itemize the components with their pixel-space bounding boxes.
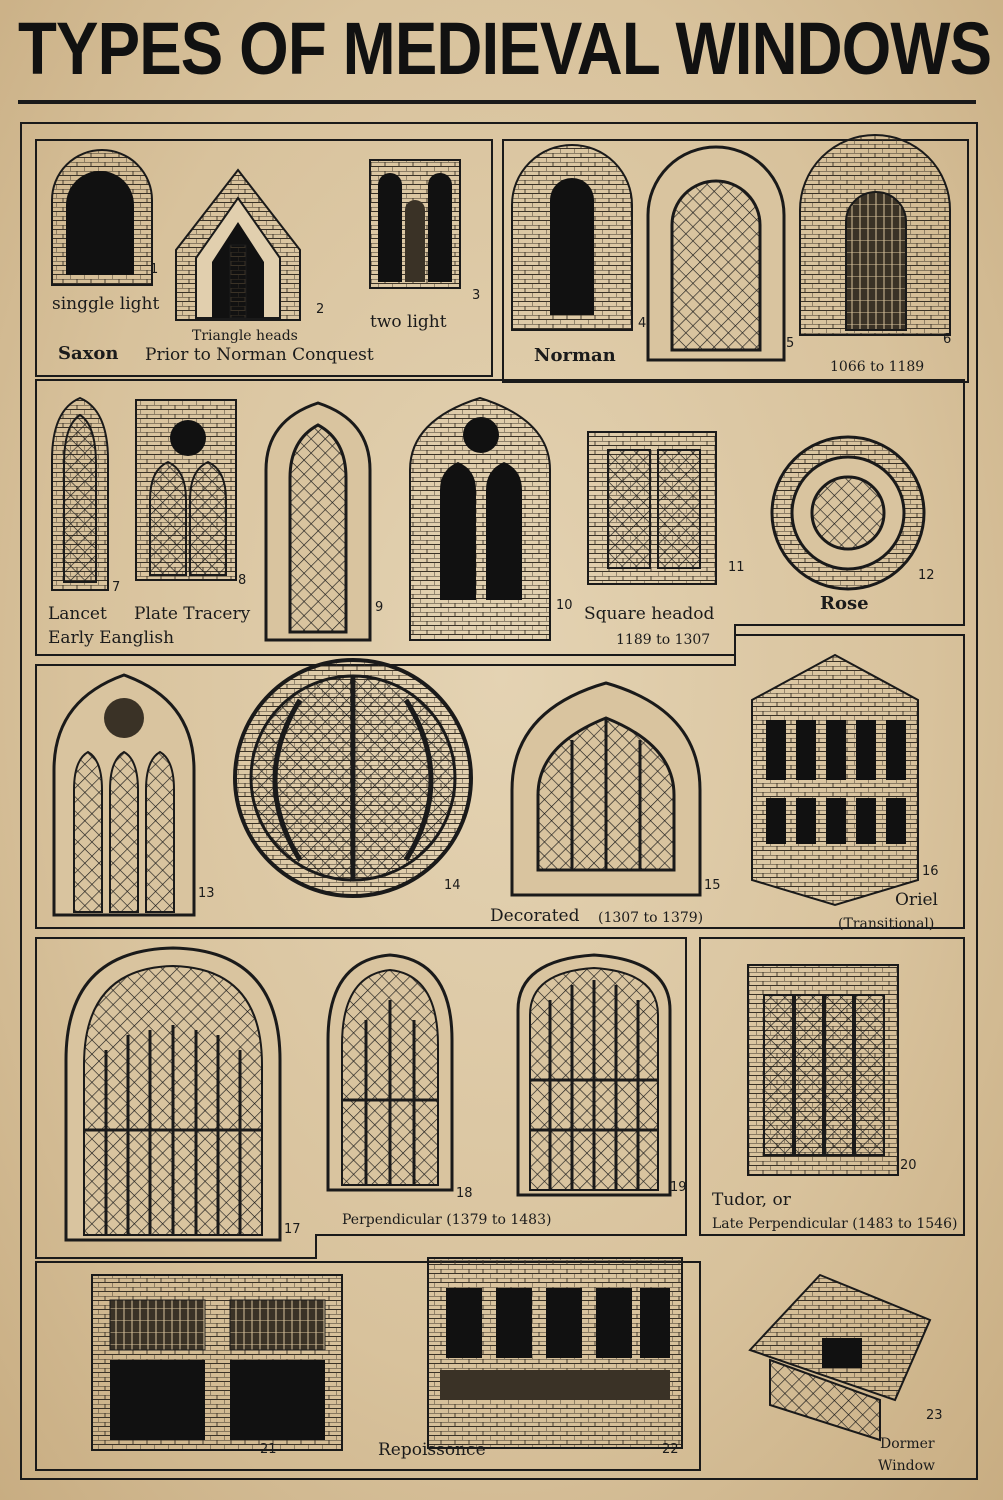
window-7 [51, 396, 109, 591]
window-22 [427, 1257, 683, 1449]
window-5 [646, 145, 786, 362]
number-16: 16 [922, 864, 939, 879]
number-5: 5 [786, 336, 795, 351]
label-late-perpendicular: Late Perpendicular (1483 to 1546) [712, 1216, 958, 1232]
label-norman: Norman [534, 345, 616, 366]
number-15: 15 [704, 878, 721, 893]
window-11 [587, 431, 717, 585]
label-plate-tracery: Plate Tracery [134, 604, 251, 624]
early-english-panel [35, 379, 965, 656]
number-4: 4 [638, 316, 647, 331]
label-early-english: Early Eanglish [48, 628, 175, 648]
label-norman-period: 1066 to 1189 [830, 359, 925, 375]
number-2: 2 [316, 302, 325, 317]
label-triangle-heads: Triangle heads [192, 328, 298, 344]
window-15 [510, 681, 702, 897]
window-2 [175, 168, 301, 321]
label-window: Window [878, 1458, 936, 1474]
window-19 [516, 953, 672, 1197]
norman-panel [502, 139, 969, 383]
window-8 [135, 399, 237, 581]
number-23: 23 [926, 1408, 943, 1423]
label-saxon-period: Prior to Norman Conquest [145, 345, 374, 365]
window-20 [747, 964, 899, 1176]
window-1 [51, 149, 153, 286]
label-oriel: Oriel [895, 890, 938, 910]
window-4 [511, 144, 633, 331]
window-6 [799, 134, 951, 336]
number-13: 13 [198, 886, 215, 901]
window-10 [409, 396, 551, 641]
label-early-english-period: 1189 to 1307 [616, 632, 711, 648]
number-7: 7 [112, 580, 121, 595]
label-lancet: Lancet [48, 604, 107, 624]
outer-frame [20, 122, 978, 1480]
number-18: 18 [456, 1186, 473, 1201]
number-20: 20 [900, 1158, 917, 1173]
number-19: 19 [670, 1180, 687, 1195]
saxon-panel [35, 139, 493, 377]
window-13 [52, 673, 196, 917]
label-repoissonce: Repoissonce [378, 1440, 486, 1460]
label-rose: Rose [820, 593, 869, 614]
label-saxon: Saxon [58, 343, 119, 364]
window-23 [748, 1273, 932, 1442]
label-dormer: Dormer [880, 1436, 935, 1452]
number-22: 22 [662, 1442, 679, 1457]
number-10: 10 [556, 598, 573, 613]
window-21 [91, 1274, 343, 1451]
title-rule [18, 100, 976, 104]
window-12 [770, 435, 926, 591]
number-8: 8 [238, 573, 247, 588]
number-9: 9 [375, 600, 384, 615]
number-6: 6 [943, 332, 952, 347]
tudor-panel [699, 937, 965, 1236]
number-17: 17 [284, 1222, 301, 1237]
label-decorated-period: (1307 to 1379) [598, 910, 704, 926]
window-9 [264, 401, 372, 642]
perpendicular-panel [35, 937, 687, 1259]
label-two-light: two light [370, 312, 447, 332]
label-perpendicular: Perpendicular (1379 to 1483) [342, 1212, 552, 1228]
decorated-panel [35, 634, 965, 929]
label-tudor: Tudor, or [712, 1190, 791, 1210]
number-3: 3 [472, 288, 481, 303]
window-3 [369, 159, 461, 289]
window-17 [64, 946, 282, 1242]
number-12: 12 [918, 568, 935, 583]
window-18 [326, 953, 454, 1192]
page-title: TYPES OF MEDIEVAL WINDOWS [18, 7, 992, 90]
number-1: 1 [150, 262, 159, 277]
label-single-light: singgle light [52, 294, 160, 314]
label-square-headed: Square headod [584, 604, 715, 624]
label-decorated: Decorated [490, 906, 580, 926]
window-14 [233, 658, 473, 898]
number-14: 14 [444, 878, 461, 893]
number-11: 11 [728, 560, 745, 575]
label-transitional: (Transitional) [838, 916, 935, 932]
window-16 [751, 653, 919, 907]
number-21: 21 [260, 1442, 277, 1457]
